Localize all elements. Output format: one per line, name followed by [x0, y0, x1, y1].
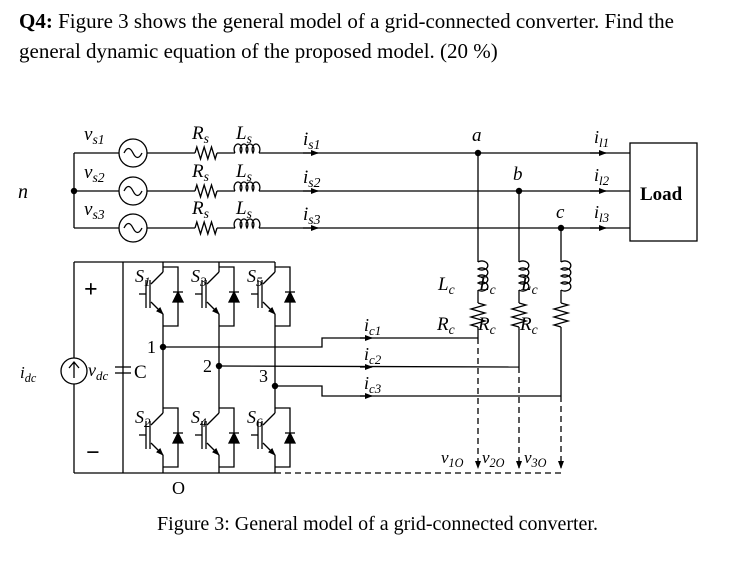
inductor-icon [233, 181, 261, 193]
converter-current-label-2: ic2 [364, 344, 382, 367]
diode-icon [171, 431, 185, 444]
leg3-output [275, 385, 561, 397]
leg-voltage-label-3: v3O [524, 448, 547, 470]
igbt-emitter [206, 442, 220, 456]
question-label: Q4: [19, 9, 53, 33]
dc-current-label: idc [20, 363, 37, 385]
inductor-icon [476, 260, 489, 292]
source-label-2: vs2 [84, 162, 105, 185]
igbt-emitter [150, 301, 164, 315]
load-current-label-3: il3 [594, 202, 610, 225]
leg-voltage-label-2: v2O [482, 448, 505, 470]
inductor-icon [517, 260, 530, 292]
filter-inductor-label-3: Lc [520, 274, 538, 297]
dc-plus-sign: + [84, 277, 98, 303]
igbt-collector [262, 412, 276, 426]
filter-resistor-label-2: Rc [477, 314, 496, 337]
converter-current-label-1: ic1 [364, 315, 381, 338]
capacitor-label: C [134, 362, 147, 383]
grid-current-label-3: is3 [303, 204, 321, 227]
leg-node-label-2: 2 [203, 356, 212, 376]
load-label: Load [640, 184, 683, 205]
igbt-emitter [206, 301, 220, 315]
question-body: Figure 3 shows the general model of a gr… [19, 9, 674, 63]
sine-icon [123, 185, 143, 197]
inductor-icon [233, 218, 261, 230]
dc-minus-sign: − [86, 440, 100, 466]
leg-node-label-3: 3 [259, 366, 268, 386]
pcc-node-c: c [556, 202, 565, 223]
filter-resistor-label-3: Rc [519, 314, 538, 337]
pcc-node-b: b [513, 164, 523, 185]
switch-bottom-label-3: S6 [247, 407, 263, 430]
converter-current-label-3: ic3 [364, 373, 382, 396]
source-label-1: vs1 [84, 124, 105, 147]
resistor-icon [194, 182, 218, 200]
resistor-icon [194, 144, 218, 162]
grid-inductor-label: Ls [235, 198, 252, 221]
igbt-collector [150, 271, 164, 285]
dc-voltage-label: vdc [88, 360, 108, 383]
ground-label: O [172, 478, 185, 498]
filter-inductor-label-1: Lc [437, 274, 455, 297]
grid-current-label-2: is2 [303, 167, 321, 190]
switch-bottom-label-1: S2 [135, 407, 151, 430]
igbt-emitter [262, 301, 276, 315]
sine-icon [123, 147, 143, 159]
switch-bottom-label-2: S4 [191, 407, 207, 430]
grid-inductor-label: Ls [235, 161, 252, 184]
switch-top-label-1: S1 [135, 266, 150, 289]
resistor-icon [194, 219, 218, 237]
inductor-icon [559, 260, 572, 292]
igbt-collector [150, 412, 164, 426]
load-current-label-2: il2 [594, 165, 610, 188]
up-arrow-icon [68, 360, 80, 378]
figure-caption: Figure 3: General model of a grid-connec… [157, 513, 598, 535]
resistor-icon [509, 302, 529, 328]
diode-icon [227, 431, 241, 444]
load-box [629, 142, 698, 242]
load-current-label-1: il1 [594, 127, 609, 150]
neutral-label: n [18, 181, 28, 203]
filter-resistor-label-1: Rc [436, 314, 455, 337]
circuit-wires [60, 138, 698, 474]
diode-icon [227, 290, 241, 303]
leg-voltage-label-1: v1O [441, 448, 464, 470]
switch-top-label-2: S3 [191, 266, 207, 289]
grid-resistor-label: Rs [191, 198, 209, 221]
grid-inductor-label: Ls [235, 123, 252, 146]
resistor-icon [551, 302, 571, 328]
question-text: Q4: Figure 3 shows the general model of … [19, 6, 739, 66]
leg-node-label-1: 1 [147, 337, 156, 357]
diode-icon [283, 290, 297, 303]
leg1-output [163, 337, 478, 348]
source-label-3: vs3 [84, 199, 105, 222]
grid-resistor-label: Rs [191, 123, 209, 146]
igbt-emitter [262, 442, 276, 456]
diode-icon [171, 290, 185, 303]
grid-resistor-label: Rs [191, 161, 209, 184]
switch-top-label-3: S5 [247, 266, 263, 289]
pcc-node-a: a [472, 125, 482, 146]
grid-current-label-1: is1 [303, 129, 320, 152]
igbt-collector [262, 271, 276, 285]
inductor-icon [233, 143, 261, 155]
filter-inductor-label-2: Lc [478, 274, 496, 297]
igbt-collector [206, 271, 220, 285]
diode-icon [283, 431, 297, 444]
igbt-emitter [150, 442, 164, 456]
sine-icon [123, 222, 143, 234]
igbt-collector [206, 412, 220, 426]
resistor-icon [468, 302, 488, 328]
